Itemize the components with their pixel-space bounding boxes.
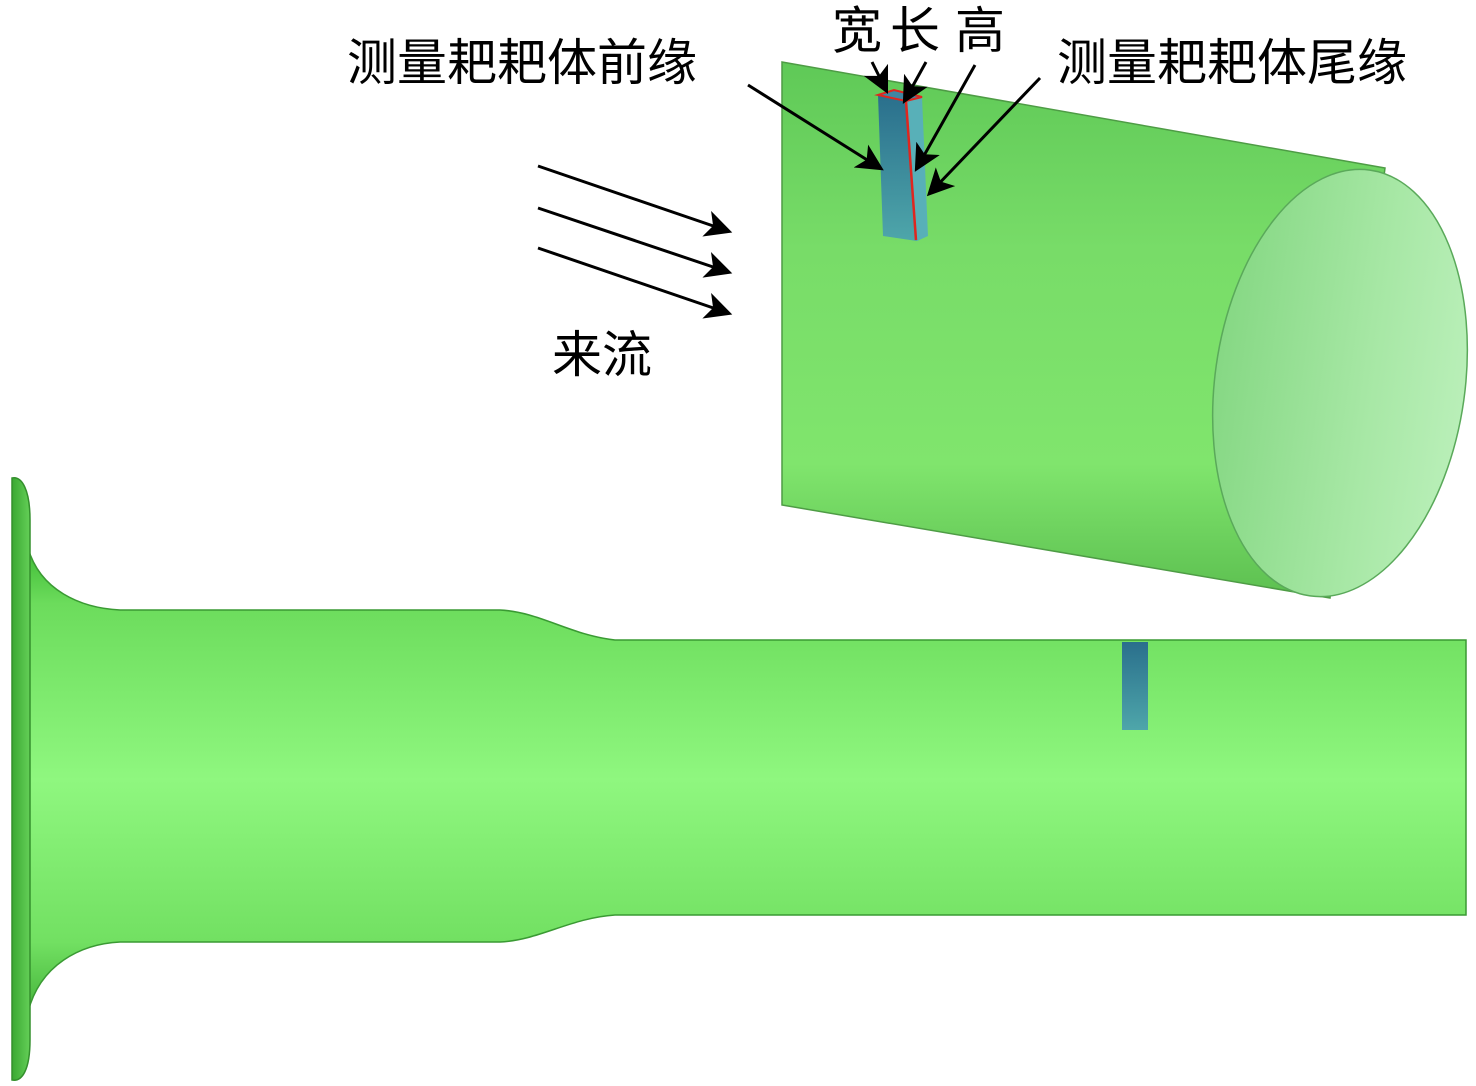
label-incoming-flow: 来流 bbox=[552, 326, 652, 384]
trailing-edge-leader bbox=[926, 76, 1042, 197]
rake-leading-edge-line bbox=[904, 100, 918, 241]
label-width: 宽 bbox=[832, 2, 882, 60]
flow-arrow-1 bbox=[537, 164, 733, 237]
inlet-flange bbox=[11, 477, 31, 1081]
rake-body-in-duct bbox=[1122, 642, 1148, 730]
wind-tunnel-duct bbox=[11, 477, 1467, 1081]
incoming-flow-arrows bbox=[537, 164, 733, 319]
flow-arrow-3 bbox=[537, 246, 733, 319]
zoomed-test-section bbox=[781, 61, 1469, 599]
height-leader bbox=[914, 64, 977, 172]
leading-edge-leader bbox=[747, 83, 884, 171]
label-height: 高 bbox=[955, 2, 1005, 60]
flow-arrow-2 bbox=[537, 206, 733, 278]
duct-body bbox=[27, 547, 1467, 1013]
callout-arrows bbox=[747, 61, 1042, 197]
label-trailing-edge: 测量耙耙体尾缘 bbox=[1057, 34, 1407, 92]
width-leader bbox=[863, 61, 889, 95]
length-leader bbox=[902, 61, 928, 104]
label-leading-edge: 测量耙耙体前缘 bbox=[347, 34, 697, 92]
label-length: 长 bbox=[890, 2, 940, 60]
zoomed-tube-end-cap bbox=[1211, 168, 1469, 598]
rake-body-zoomed bbox=[874, 88, 928, 241]
